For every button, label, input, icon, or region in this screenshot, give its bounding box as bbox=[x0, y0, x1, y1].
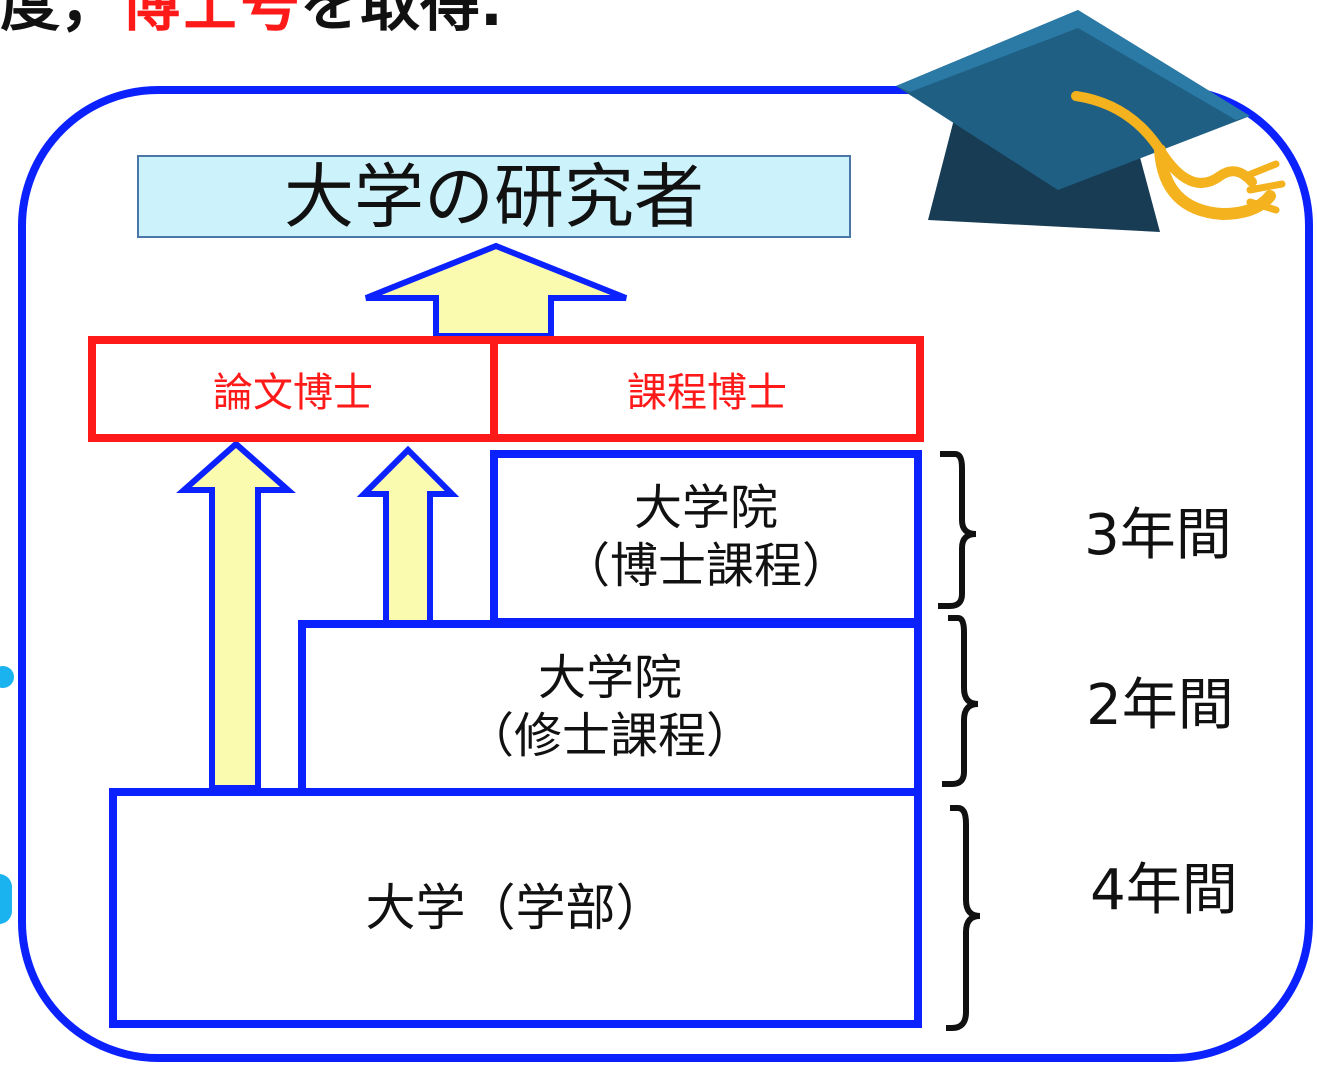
brace-2-years bbox=[942, 615, 979, 787]
katei-hakase-box: 課程博士 bbox=[490, 336, 924, 442]
undergraduate-label: 大学（学部） bbox=[365, 879, 666, 937]
bullet-dot bbox=[0, 666, 14, 688]
duration-master: 2年間 bbox=[1086, 672, 1234, 738]
doctoral-course-box: 大学院 （博士課程） bbox=[490, 450, 922, 626]
master-course-line2: （修士課程） bbox=[465, 708, 754, 764]
caption-suffix: を取得. bbox=[300, 0, 503, 40]
arrow-to-researcher bbox=[364, 242, 628, 339]
undergraduate-box: 大学（学部） bbox=[109, 788, 922, 1028]
caption-highlight: 博士号 bbox=[120, 0, 300, 40]
katei-hakase-label: 課程博士 bbox=[627, 370, 787, 416]
master-course-box: 大学院 （修士課程） bbox=[298, 620, 922, 796]
duration-undergraduate: 4年間 bbox=[1090, 857, 1238, 923]
ronbun-hakase-label: 論文博士 bbox=[213, 370, 373, 416]
researcher-label: 大学の研究者 bbox=[284, 155, 704, 238]
master-course-line1: 大学院 bbox=[537, 650, 682, 707]
graduation-cap-icon bbox=[896, 10, 1286, 232]
researcher-box: 大学の研究者 bbox=[137, 155, 851, 238]
arrow-undergrad-to-ronbun bbox=[176, 439, 296, 791]
caption-prefix: 度， bbox=[0, 0, 120, 40]
bullet-dot bbox=[0, 874, 12, 924]
duration-doctoral: 3年間 bbox=[1084, 502, 1232, 568]
ronbun-hakase-box: 論文博士 bbox=[88, 336, 498, 442]
top-caption: 度，博士号を取得. bbox=[0, 0, 760, 50]
brace-3-years bbox=[938, 451, 977, 609]
doctoral-course-line2: （博士課程） bbox=[561, 538, 850, 594]
doctoral-course-line1: 大学院 bbox=[633, 480, 778, 537]
brace-4-years bbox=[946, 805, 981, 1031]
arrow-master-to-ronbun bbox=[356, 445, 460, 627]
diagram-frame bbox=[18, 86, 1313, 1062]
